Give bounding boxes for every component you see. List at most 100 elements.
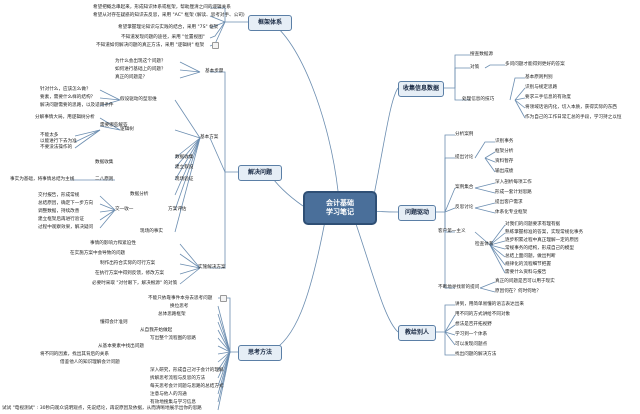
solve-method1: 假设驱动的型思维 bbox=[120, 97, 157, 102]
solve-logic-leaf: 分解事情大局，用逻辑树分析 bbox=[35, 115, 95, 120]
think-item: 每天思考会计问题与思路的总结方式 bbox=[150, 384, 224, 389]
teach-item: 可以发现问题点 bbox=[455, 342, 488, 347]
solve-left-leaf: 要素，需要什么样的结构？ bbox=[40, 95, 96, 100]
framework-item: 不知道发现问题的途径，采用 "位置视图" bbox=[121, 35, 205, 40]
solve-check: 建立假设 bbox=[175, 165, 194, 170]
problem-root2-leaf: 框架分析 bbox=[495, 149, 514, 154]
framework-item: 不知道如何解决问题的真正方法，采用 "逻辑树" 框架 bbox=[96, 43, 205, 48]
solve-bottom-leaf: 在执行方案中得到反馈，修改方案 bbox=[95, 271, 164, 276]
solve-mid-a: 基本步骤 bbox=[205, 69, 224, 74]
solve-mid-b: 实施解决方案 bbox=[198, 265, 226, 270]
think-item: 从基本要素中找出问题 bbox=[98, 344, 144, 349]
solve-act-leaf: 调整数据，持续改善 bbox=[38, 209, 80, 214]
solve-check: 现场验证 bbox=[175, 177, 194, 182]
branch-collect[interactable]: 收集信息数据 bbox=[398, 81, 444, 97]
solve-act-leaf: 交付报告，形成常规 bbox=[38, 193, 80, 198]
collect-sub-b: 对策 bbox=[470, 65, 480, 70]
solve-plan: 基本方案 bbox=[200, 135, 219, 140]
teach-item: 想法是否开拓视野 bbox=[455, 322, 492, 327]
solve-logic: 逻辑树 bbox=[120, 127, 134, 132]
solve-base-item: 真正的问题是？ bbox=[115, 75, 148, 80]
solve-base-item: 如何进行基础上的问题？ bbox=[115, 67, 166, 72]
problem-root1: 分析案例 bbox=[455, 132, 474, 137]
think-item: 总体思路框架 bbox=[158, 312, 186, 317]
problem-check: 检查体系 bbox=[475, 242, 494, 247]
solve-logic-leaf: 需要哪些解答 bbox=[100, 123, 128, 128]
central-topic[interactable]: 会计基础 学习笔记 bbox=[303, 191, 377, 225]
teach-item: 找出问题的解决方法 bbox=[455, 352, 497, 357]
think-item: 将不同的因素，找出其背后的关系 bbox=[40, 352, 109, 357]
problem-check-leaf: 总结上面问题，做出判断 bbox=[505, 254, 556, 259]
problem-root2-leaf: 输出成绩 bbox=[495, 169, 514, 174]
solve-fact: 现场的事实 bbox=[140, 229, 163, 234]
solve-left-leaf: 解决问题需要的思路，以及适用条件 bbox=[40, 103, 114, 108]
solve-deep-leaf: 事实为基础，将事情总结为主线 bbox=[10, 177, 75, 182]
problem-reflect: 反思讨论 bbox=[455, 205, 474, 210]
think-item: 深入研究，形成自己对于会计的理解 bbox=[150, 368, 224, 373]
problem-check-leaf: 熟练掌握标准的答案，实现常规化事务 bbox=[505, 230, 584, 235]
teach-item: 学习到一个体系 bbox=[455, 332, 488, 337]
solve-deep: 数据分析 bbox=[130, 192, 149, 197]
think-item: 懂得会计准则 bbox=[100, 320, 128, 325]
collect-sub-c: 处理信息的技巧 bbox=[462, 97, 495, 102]
problem-check-leaf: 需要什么资料与报告 bbox=[505, 270, 547, 275]
collect-leaf: 识别与规定思路 bbox=[525, 85, 558, 90]
problem-cases-leaf: 形成一套计划思路 bbox=[495, 190, 532, 195]
teach-item: 用不同的方式讲给不同对象 bbox=[455, 312, 511, 317]
solve-logic-leaf: 不要没法操作的 bbox=[40, 145, 73, 150]
problem-new-leaf: 原因何在？何时何地？ bbox=[495, 289, 541, 294]
solve-bottom-leaf: 在实施方案中会导致的问题 bbox=[70, 251, 126, 256]
think-item: 注意与他人的沟通 bbox=[150, 392, 187, 397]
solve-bottom-leaf: 制作出符合实际的可行方案 bbox=[100, 261, 156, 266]
branch-problem[interactable]: 问题驱动 bbox=[398, 205, 436, 221]
think-item: 不能只依靠事件本身去思考问题 bbox=[148, 296, 213, 301]
problem-new: 不断地寻找新的提问 bbox=[438, 285, 480, 290]
problem-check-leaf: 常规事务的结构，形成自己的模型 bbox=[505, 246, 574, 251]
think-item: 写出整个流程图的思路 bbox=[150, 336, 196, 341]
branch-solve[interactable]: 解决问题 bbox=[238, 165, 282, 181]
problem-new-leaf: 真正的问题是否可以用于现实 bbox=[495, 279, 555, 284]
branch-framework[interactable]: 框架体系 bbox=[248, 15, 292, 31]
framework-item: 希望把概念串起来，形成知识体系或框架，帮助厘清之间的逻辑关系 bbox=[93, 5, 231, 10]
solve-logic-leaf: 以能进行下去为准 bbox=[40, 139, 77, 144]
central-topic-line1: 会计基础 bbox=[326, 199, 354, 207]
problem-root2-leaf: 资料暂存 bbox=[495, 159, 514, 164]
solve-bottom-leaf: 必要时采取 "对付眼下，解决根源" 的对策 bbox=[92, 281, 178, 286]
branch-think[interactable]: 思考方法 bbox=[238, 345, 282, 361]
solve-act-leaf: 总结原因，确定下一步方向 bbox=[38, 201, 94, 206]
think-item: 借鉴他人的知识理解会计问题 bbox=[60, 360, 120, 365]
problem-cases-leaf: 深入剖析每项工作 bbox=[495, 180, 532, 185]
solve-data-label: 数据收集 bbox=[95, 160, 114, 165]
collect-leaf: 作为自己的工作日常汇总的手段，学习持之以恒 bbox=[525, 115, 622, 120]
think-item: 换位思考 bbox=[170, 304, 189, 309]
solve-act: 交一收一 bbox=[115, 207, 134, 212]
solve-left-leaf: 针对什么，应该怎么做？ bbox=[40, 87, 91, 92]
problem-reflect-leaf: 体系化专业框架 bbox=[495, 210, 528, 215]
collect-leaf: 将领域话语内化，切入本质，获得实际的东西 bbox=[525, 105, 617, 110]
problem-reflect-leaf: 提出客户需求 bbox=[495, 200, 523, 205]
solve-bottom-leaf: 事情的影响力和紧迫性 bbox=[90, 241, 136, 246]
problem-client: 客户第一主义 bbox=[438, 229, 466, 234]
note-icon bbox=[220, 295, 227, 302]
think-bottom: 试试 "电视测试" : 30秒向观众说明观点，先说结论，再说原因及依据，从而清晰… bbox=[2, 406, 202, 411]
solve-base-item: 为什么会出现这个问题？ bbox=[115, 59, 166, 64]
problem-check-leaf: 对我们的问题要求有理有据 bbox=[505, 222, 561, 227]
framework-item: 希望从对存在疑惑的知识去反思，采用 "AC" 框架 (解读、思考对手、公司) bbox=[93, 13, 245, 18]
think-item: 从自我开始做起 bbox=[140, 328, 173, 333]
branch-teach[interactable]: 教给别人 bbox=[398, 325, 436, 341]
problem-root2: 提出讨论 bbox=[455, 155, 474, 160]
teach-item: 讲到，用简单易懂的语言表达出来 bbox=[455, 302, 524, 307]
framework-item: 希望掌握理论知识与实践的结合，采用 "7S" 框架 bbox=[118, 25, 219, 30]
solve-bottom-label: 方案评估 bbox=[168, 207, 187, 212]
problem-check-leaf: 逐步积累过程中真正理解一定的原因 bbox=[505, 238, 579, 243]
problem-root2-leaf: 识别事务 bbox=[495, 139, 514, 144]
problem-check-leaf: 规律化的流程细节把握 bbox=[505, 262, 551, 267]
solve-check: 数据收集 bbox=[175, 155, 194, 160]
solve-logic-leaf: 不能太多 bbox=[40, 133, 59, 138]
solve-act-leaf: 过程中观察效果，解决疑问 bbox=[38, 225, 94, 230]
collect-leaf: 基本原则判别 bbox=[525, 75, 553, 80]
solve-act-leaf: 建立框架后再进行验证 bbox=[38, 217, 84, 222]
collect-leaf: 要求三手信息的有效度 bbox=[525, 95, 571, 100]
